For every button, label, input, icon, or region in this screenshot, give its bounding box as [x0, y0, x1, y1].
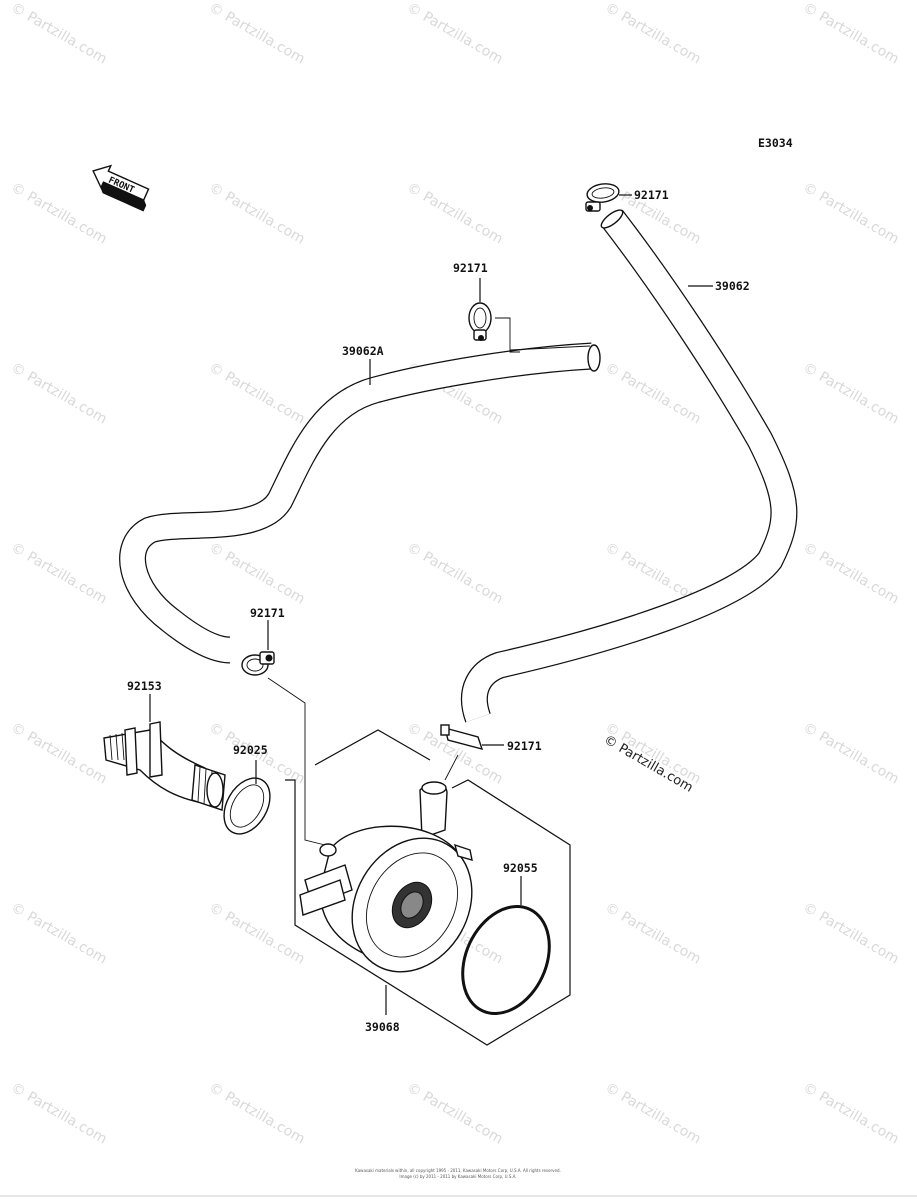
watermark-text: © Partzilla.com: [800, 180, 902, 248]
watermark-text: © Partzilla.com: [206, 0, 308, 67]
hose-right-39062: [460, 209, 798, 723]
clamp-lower-right: [440, 724, 504, 781]
watermark-text: © Partzilla.com: [8, 540, 110, 608]
footer-line1: Kawasaki materials within, all copyright…: [355, 1168, 561, 1173]
watermark-text: © Partzilla.com: [800, 720, 902, 788]
part-label-oring: 92055: [503, 861, 538, 875]
watermark-text: © Partzilla.com: [602, 0, 704, 67]
watermark-text: © Partzilla.com: [602, 360, 704, 428]
oring-92055: [461, 876, 551, 1015]
watermark-text: © Partzilla.com: [206, 360, 308, 428]
watermark-text: © Partzilla.com: [800, 540, 902, 608]
watermark-text: © Partzilla.com: [206, 180, 308, 248]
part-label-clamp-top-right: 92171: [634, 188, 669, 202]
part-label-hose-left: 39062A: [342, 344, 384, 358]
watermark-text: © Partzilla.com: [8, 720, 110, 788]
part-label-clamp-left: 92171: [250, 606, 285, 620]
gasket-92025: [223, 760, 271, 835]
part-label-hose-right: 39062: [715, 279, 750, 293]
watermark-text: © Partzilla.com: [404, 1080, 506, 1148]
part-label-fitting: 92153: [127, 679, 162, 693]
front-arrow-icon: FRONT: [92, 164, 150, 212]
diagram-code: E3034: [758, 136, 793, 150]
footer-line2: Image (c) by 2011 - 2011 by Kawasaki Mot…: [399, 1174, 516, 1179]
watermark-text: © Partzilla.com: [8, 1080, 110, 1148]
watermark-text: © Partzilla.com: [206, 1080, 308, 1148]
watermark-text: © Partzilla.com: [8, 0, 110, 67]
oil-cooler-39068: [285, 729, 571, 1046]
hose-left-39062a: [119, 342, 601, 664]
watermark-text: © Partzilla.com: [404, 0, 506, 67]
part-label-clamp-lower-right: 92171: [507, 739, 542, 753]
part-label-clamp-top-mid: 92171: [453, 261, 488, 275]
clamp-top-mid: [468, 278, 520, 353]
watermark-text: © Partzilla.com: [800, 900, 902, 968]
watermark-text: © Partzilla.com: [206, 900, 308, 968]
watermark-text: © Partzilla.com: [404, 540, 506, 608]
watermark-text: © Partzilla.com: [800, 0, 902, 67]
clamp-top-right: [585, 183, 632, 212]
watermark-text: © Partzilla.com: [602, 1080, 704, 1148]
watermark-text: © Partzilla.com: [8, 900, 110, 968]
fitting-92153: [103, 694, 226, 811]
watermark-text: © Partzilla.com: [206, 540, 308, 608]
watermark-text: © Partzilla.com: [8, 180, 110, 248]
part-label-gasket: 92025: [233, 743, 268, 757]
watermark-text: © Partzilla.com: [800, 360, 902, 428]
watermark-text: © Partzilla.com: [602, 900, 704, 968]
watermark-text: © Partzilla.com: [404, 180, 506, 248]
clamp-left: [241, 620, 326, 846]
watermark-text: © Partzilla.com: [8, 360, 110, 428]
part-label-oil-cooler: 39068: [365, 1020, 400, 1034]
watermark-text: © Partzilla.com: [800, 1080, 902, 1148]
